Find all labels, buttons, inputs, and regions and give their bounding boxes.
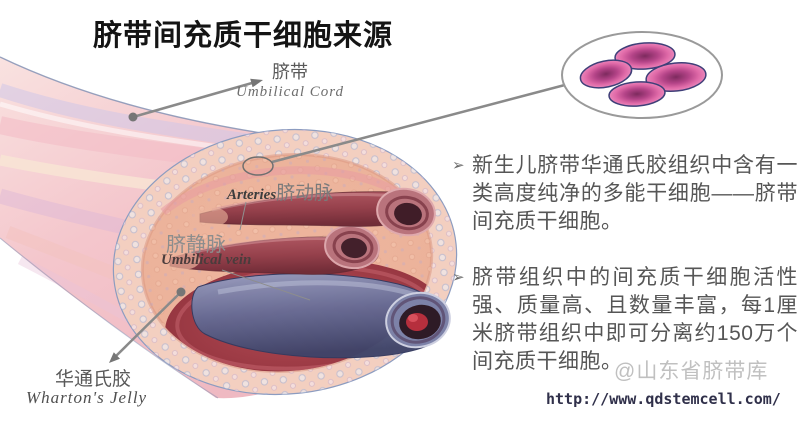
bullet-item: ➢ 新生儿脐带华通氏胶组织中含有一类高度纯净的多能干细胞——脐带间充质干细胞。 <box>452 152 798 236</box>
vessel-label-pointers <box>221 201 311 301</box>
watermark-text: @山东省脐带库 <box>614 360 769 383</box>
umbilical-vein-vessel <box>191 273 451 359</box>
jelly-label-connector <box>109 287 186 363</box>
label-arteries-en: Arteries <box>227 187 277 203</box>
arrowhead-bullet-icon: ➢ <box>452 157 465 174</box>
label-whartons-jelly-en: Wharton's Jelly <box>26 388 148 407</box>
label-umbilical-cord-en: Umbilical Cord <box>236 84 345 100</box>
label-whartons-jelly-zh: 华通氏胶 <box>55 369 132 390</box>
inset-connector-line <box>242 79 581 176</box>
arrowhead-bullet-icon: ➢ <box>452 269 465 286</box>
bullet-text: 脐带组织中的间充质干细胞活性强、质量高、且数量丰富，每1厘米脐带组织中即可分离约… <box>472 266 798 373</box>
stem-cells-inset <box>561 31 723 119</box>
bullet-text: 新生儿脐带华通氏胶组织中含有一类高度纯净的多能干细胞——脐带间充质干细胞。 <box>472 154 798 233</box>
cord-label-connector <box>128 78 263 122</box>
label-arteries-zh: 脐动脉 <box>276 183 334 204</box>
sample-region-marker <box>242 156 274 176</box>
label-umbilical-vein-zh: 脐静脉 <box>166 234 226 256</box>
page-title: 脐带间充质干细胞来源 <box>93 20 394 52</box>
bullet-item: ➢ 脐带组织中的间充质干细胞活性强、质量高、且数量丰富，每1厘米脐带组织中即可分… <box>452 264 798 376</box>
label-arteries: Arteries脐动脉 <box>227 178 333 205</box>
website-url: http://www.qdstemcell.com/ <box>546 390 781 408</box>
stem-cell-icons <box>579 42 707 107</box>
label-umbilical-cord-zh: 脐带 <box>272 62 308 82</box>
umbilical-arteries-vessels <box>164 187 436 275</box>
bullet-list: ➢ 新生儿脐带华通氏胶组织中含有一类高度纯净的多能干细胞——脐带间充质干细胞。 … <box>452 152 798 404</box>
label-umbilical-vein-en: Umbilical vein <box>161 252 252 268</box>
